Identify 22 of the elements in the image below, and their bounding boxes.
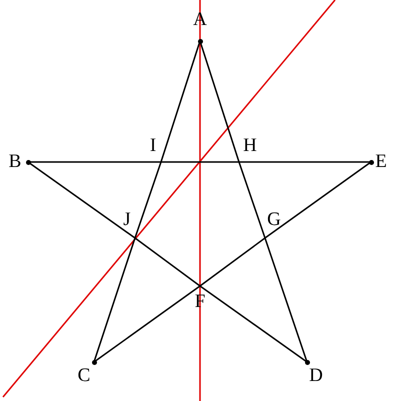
- line-segment: [134, 237, 200, 287]
- line-segment: [93, 238, 136, 362]
- point-label: I: [148, 136, 158, 156]
- line-segment: [134, 162, 162, 238]
- point-label: E: [374, 152, 388, 172]
- point-label: H: [242, 136, 258, 156]
- line-segment: [264, 238, 308, 362]
- line-segment: [28, 161, 161, 163]
- line-segment: [200, 285, 308, 363]
- point-label: J: [122, 210, 132, 230]
- line-segment: [264, 161, 372, 239]
- line-segment: [160, 40, 201, 162]
- point-label: D: [308, 366, 324, 386]
- line-segment: [239, 161, 371, 163]
- point-label: B: [8, 152, 22, 172]
- point-label: G: [266, 210, 282, 230]
- line-segment: [94, 285, 200, 363]
- point-label: C: [76, 366, 92, 386]
- line-segment: [238, 162, 266, 238]
- line-segment: [200, 237, 266, 287]
- line-segment: [161, 161, 239, 163]
- line-segment: [28, 161, 136, 239]
